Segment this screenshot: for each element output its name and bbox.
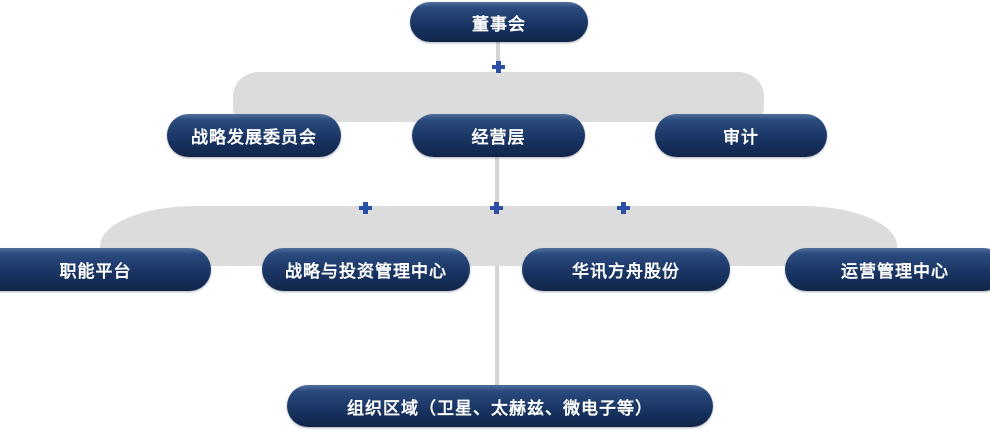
org-node-operations-management-center: 运营管理中心 (785, 248, 990, 291)
connector-band-level2 (233, 72, 764, 122)
connector-line-management-to-band2 (495, 157, 499, 207)
org-node-board-of-directors: 董事会 (410, 2, 588, 42)
connector-line-band2-to-regions (495, 264, 499, 386)
connector-band-level3 (100, 206, 897, 266)
org-node-huaxun-ark-shares: 华讯方舟股份 (522, 248, 730, 291)
org-node-strategy-development-committee: 战略发展委员会 (167, 114, 341, 157)
org-node-audit: 审计 (655, 114, 827, 157)
org-node-functional-platform: 职能平台 (0, 248, 211, 291)
org-node-organization-regions: 组织区域（卫星、太赫兹、微电子等） (287, 385, 713, 427)
org-node-management-level: 经营层 (412, 114, 585, 157)
org-node-strategy-investment-management-center: 战略与投资管理中心 (262, 248, 470, 291)
junction-cross-icon (492, 61, 505, 73)
junction-cross-icon (490, 202, 503, 214)
junction-cross-icon (617, 202, 630, 214)
junction-cross-icon (359, 202, 372, 214)
connector-line-board-to-band1 (496, 42, 500, 73)
